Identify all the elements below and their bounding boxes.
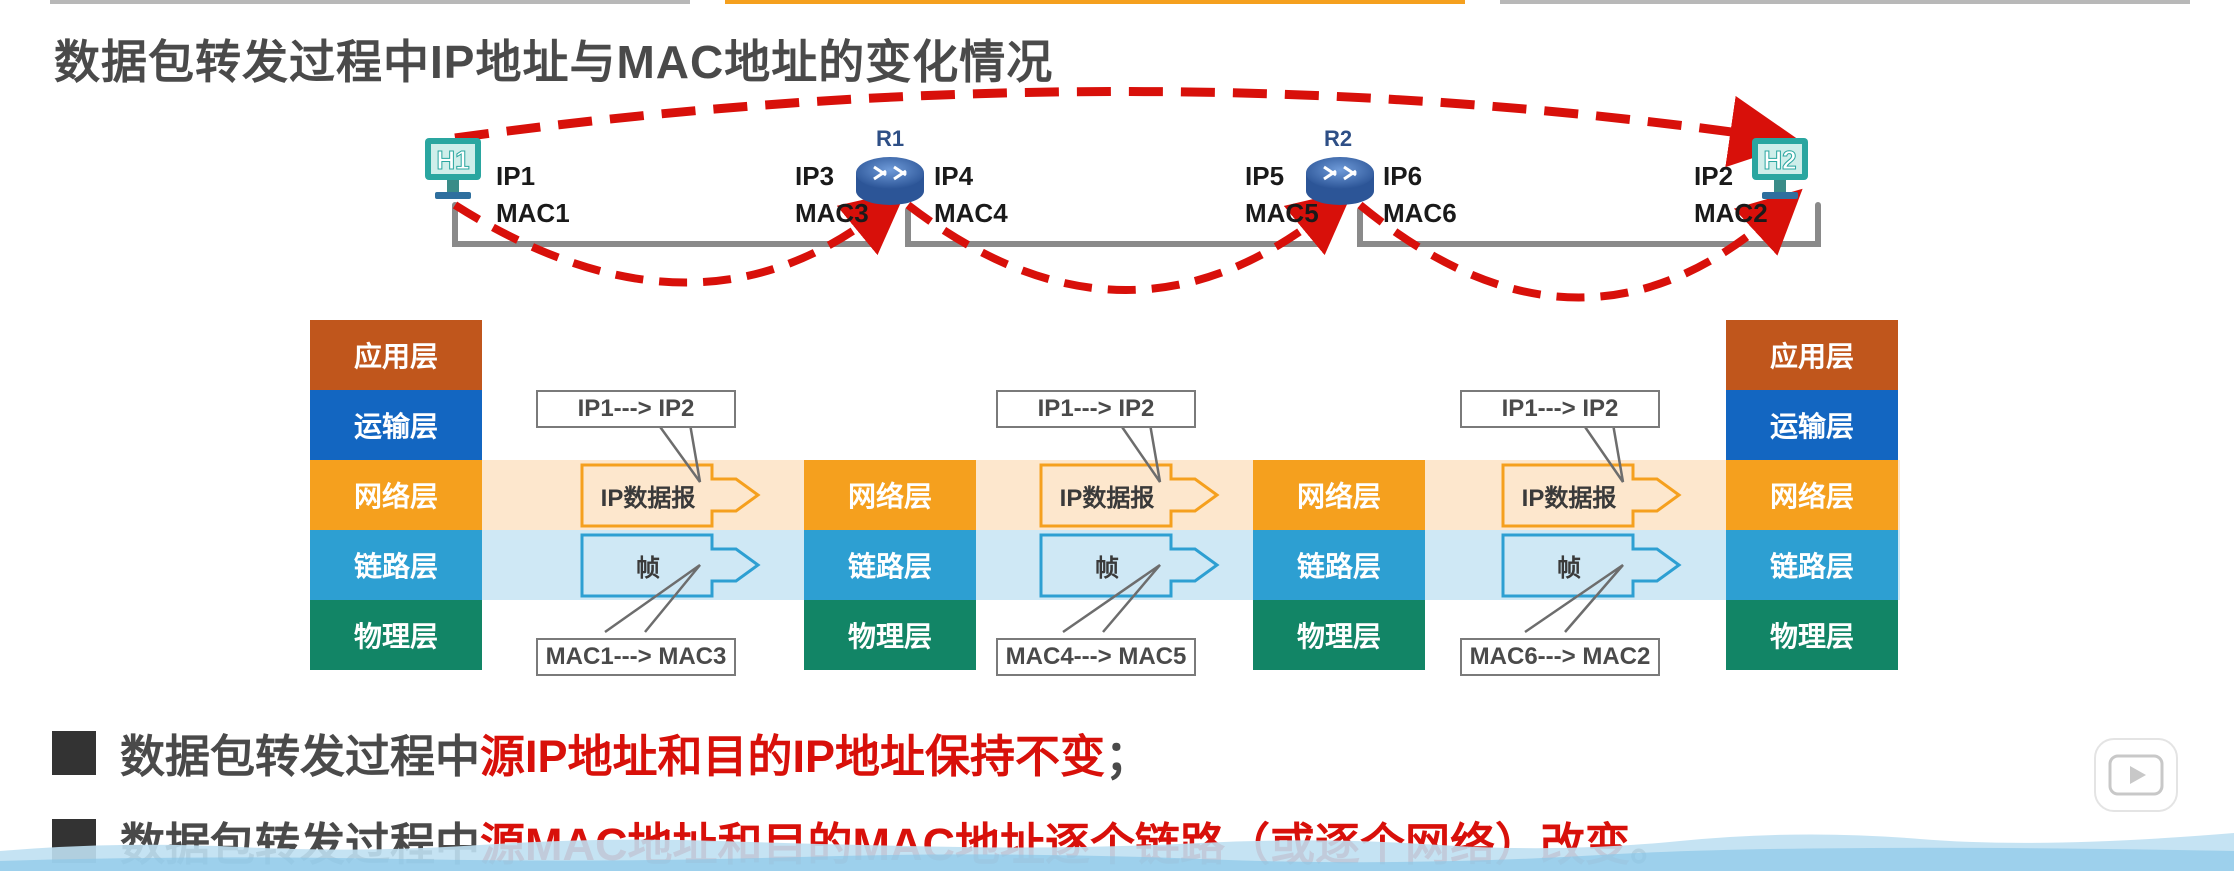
network-links (452, 202, 1821, 247)
frame-label-3: 帧 (1557, 555, 1581, 582)
r1-left-address: IP3 MAC3 (795, 158, 869, 232)
host-icon: H2 (1752, 138, 1808, 199)
h2-address: IP2 MAC2 (1694, 158, 1768, 232)
host-icon: H1 (425, 138, 481, 199)
h2-link-layer: 链路层 (1726, 530, 1898, 600)
r1-right-mac: MAC4 (934, 198, 1008, 228)
ip-note-hop-3: IP1---> IP2 (1460, 390, 1660, 428)
r2-right-ip: IP6 (1383, 161, 1423, 191)
hop-arrow-3 (1357, 188, 1803, 302)
r1-link-layer: 链路层 (804, 530, 976, 600)
h1-ip: IP1 (496, 161, 536, 191)
mac-note-hop-2: MAC4---> MAC5 (996, 638, 1196, 676)
svg-text:H2: H2 (1763, 145, 1796, 175)
frame-label-2: 帧 (1095, 555, 1119, 582)
r1-left-mac: MAC3 (795, 198, 869, 228)
r1-network-layer: 网络层 (804, 460, 976, 530)
svg-text:H1: H1 (436, 145, 469, 175)
h1-mac: MAC1 (496, 198, 570, 228)
mac-note-hop-1: MAC1---> MAC3 (536, 638, 736, 676)
hop-arrow-1 (452, 189, 907, 287)
h2-transport-layer: 运输层 (1726, 390, 1898, 460)
frame-label-1: 帧 (636, 555, 660, 582)
packet-label-2: IP数据报 (1059, 485, 1155, 512)
r1-left-ip: IP3 (795, 161, 835, 191)
h1-link-layer: 链路层 (310, 530, 482, 600)
packet-label-3: IP数据报 (1521, 485, 1617, 512)
play-button-icon (2108, 754, 2164, 796)
r2-link-layer: 链路层 (1253, 530, 1425, 600)
bottom-wave (0, 833, 2234, 871)
ip-note-hop-2: IP1---> IP2 (996, 390, 1196, 428)
top-tab-left (50, 0, 690, 4)
packet-label-1: IP数据报 (600, 485, 696, 512)
h2-application-layer: 应用层 (1726, 320, 1898, 390)
router-icon (1306, 157, 1374, 205)
h2-physical-layer: 物理层 (1726, 600, 1898, 670)
r2-right-mac: MAC6 (1383, 198, 1457, 228)
bullet-square-icon (52, 730, 96, 775)
h1-application-layer: 应用层 (310, 320, 482, 390)
top-tab-middle (725, 0, 1465, 4)
h2-ip: IP2 (1694, 161, 1734, 191)
top-tab-right (1500, 0, 2190, 4)
r2-left-ip: IP5 (1245, 161, 1285, 191)
h1-transport-layer: 运输层 (310, 390, 482, 460)
link-r2-h2 (1357, 202, 1821, 247)
bullet-1-suffix: ； (1105, 731, 1151, 782)
page-title: 数据包转发过程中IP地址与MAC地址的变化情况 (54, 36, 1054, 88)
r2-physical-layer: 物理层 (1253, 600, 1425, 670)
r2-left-mac: MAC5 (1245, 198, 1319, 228)
end-to-end-arrow (454, 87, 1802, 168)
h2-mac: MAC2 (1694, 198, 1768, 228)
router-r2-name: R2 (1324, 126, 1353, 151)
router-r1-name: R1 (876, 126, 905, 151)
h1-network-layer: 网络层 (310, 460, 482, 530)
r2-left-address: IP5 MAC5 (1245, 158, 1319, 232)
r1-right-ip: IP4 (934, 161, 974, 191)
hop-arrow-2 (905, 189, 1354, 294)
bullet-1-prefix: 数据包转发过程中 (120, 731, 481, 782)
mac-note-hop-3: MAC6---> MAC2 (1460, 638, 1660, 676)
r2-right-address: IP6 MAC6 (1383, 158, 1457, 232)
r1-physical-layer: 物理层 (804, 600, 976, 670)
topology-diagram: H1 H2 (425, 87, 1821, 302)
ip-note-hop-1: IP1---> IP2 (536, 390, 736, 428)
bullet-1: 数据包转发过程中 源IP地址和目的IP地址保持不变 ； (52, 720, 1150, 785)
r1-right-address: IP4 MAC4 (934, 158, 1008, 232)
play-button[interactable] (2094, 738, 2178, 812)
bullet-1-highlight: 源IP地址和目的IP地址保持不变 (480, 731, 1106, 782)
r2-network-layer: 网络层 (1253, 460, 1425, 530)
h2-network-layer: 网络层 (1726, 460, 1898, 530)
router-icon (856, 157, 924, 205)
h1-address: IP1 MAC1 (496, 158, 570, 232)
h1-physical-layer: 物理层 (310, 600, 482, 670)
